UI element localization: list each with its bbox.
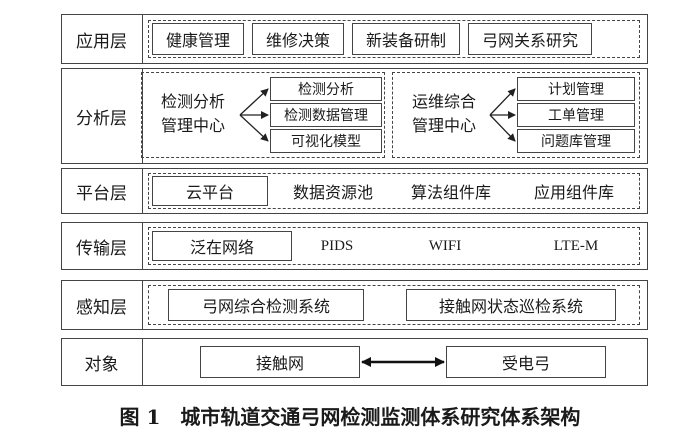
- center1-title-line1: 检测分析: [160, 92, 225, 111]
- platform-item-cloud: 云平台: [152, 176, 268, 206]
- figure-caption: 图 1 城市轨道交通弓网检测监测体系研究体系架构: [119, 404, 581, 429]
- layer-label-application: 应用层: [61, 14, 143, 64]
- perception-item-catenary-inspection: 接触网状态巡检系统: [406, 289, 616, 321]
- arrow-center1-to-item1: [239, 88, 269, 116]
- perception-item-comprehensive-detection: 弓网综合检测系统: [168, 289, 364, 321]
- app-item-health: 健康管理: [152, 23, 244, 55]
- transport-item-pids: PIDS: [320, 237, 354, 254]
- app-item-pantograph-research: 弓网关系研究: [468, 23, 592, 55]
- center2-item-work-order-management: 工单管理: [517, 103, 635, 127]
- platform-item-data-pool: 数据资源池: [292, 183, 373, 202]
- dashed-group-application: [148, 20, 640, 58]
- arrow-center2-to-item1: [489, 88, 516, 116]
- dashed-group-operation-center: [392, 72, 640, 158]
- arrow-center2-to-item3: [489, 114, 516, 142]
- layer-label-object: 对象: [61, 338, 143, 386]
- dashed-group-platform: [148, 173, 640, 209]
- app-item-maintenance: 维修决策: [252, 23, 344, 55]
- object-item-catenary: 接触网: [200, 346, 360, 378]
- layer-label-perception: 感知层: [61, 280, 143, 330]
- platform-item-app-component-library: 应用组件库: [533, 183, 614, 202]
- layer-label-platform: 平台层: [61, 168, 143, 214]
- dashed-group-transport: [148, 227, 640, 265]
- transport-item-wifi: WIFI: [428, 237, 462, 254]
- center1-title-line2: 管理中心: [160, 116, 225, 135]
- center1-item-data-management: 检测数据管理: [270, 103, 382, 127]
- layer-label-transport: 传输层: [61, 222, 143, 270]
- center2-title-line1: 运维综合: [411, 92, 476, 111]
- center2-item-plan-management: 计划管理: [517, 77, 635, 101]
- center2-title-line2: 管理中心: [411, 116, 476, 135]
- platform-item-algorithm-library: 算法组件库: [410, 183, 491, 202]
- center1-item-detection-analysis: 检测分析: [270, 77, 382, 101]
- dashed-group-perception: [148, 285, 640, 325]
- dashed-group-detection-center: [141, 72, 385, 158]
- app-item-new-equipment: 新装备研制: [352, 23, 460, 55]
- center1-item-visual-model: 可视化模型: [270, 129, 382, 153]
- transport-item-ubiquitous-network: 泛在网络: [152, 231, 292, 261]
- center2-item-issue-library-management: 问题库管理: [517, 129, 635, 153]
- arrow-center1-to-item3: [239, 114, 269, 142]
- transport-item-lte-m: LTE-M: [553, 237, 599, 254]
- object-item-pantograph: 受电弓: [446, 346, 606, 378]
- layer-label-analysis: 分析层: [61, 68, 143, 164]
